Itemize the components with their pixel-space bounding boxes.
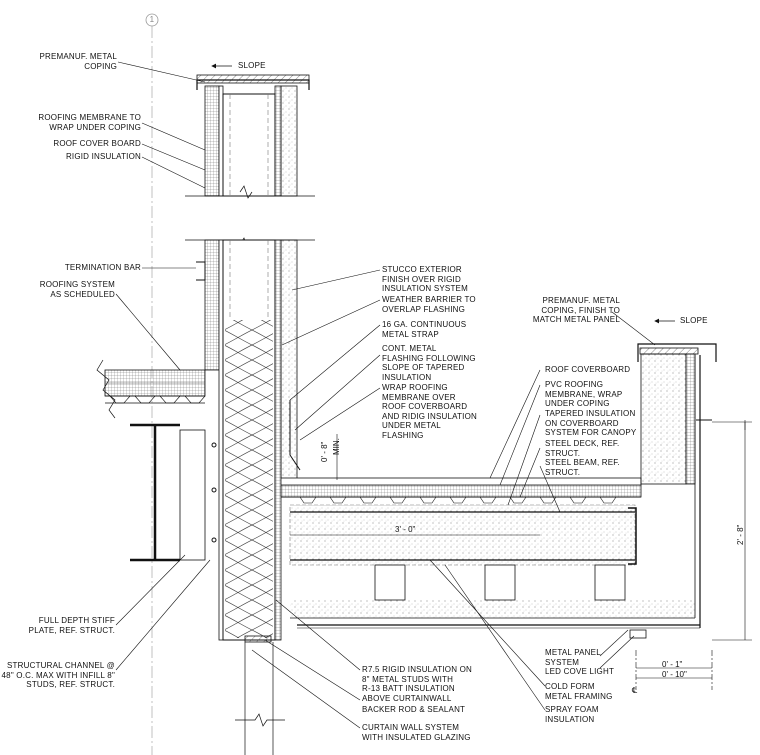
dimension-lines	[290, 420, 752, 690]
label-steel-beam: STEEL BEAM, REF.STRUCT.	[545, 458, 620, 477]
dim-offset-2: 0' - 10"	[662, 670, 687, 679]
label-backer-rod: BACKER ROD & SEALANT	[362, 705, 466, 714]
dim-beam-span: 3' - 0"	[395, 525, 416, 534]
leader-lines	[115, 61, 656, 729]
slope-arrows	[211, 63, 675, 324]
slope-label-left: SLOPE	[238, 61, 266, 70]
grid-bubble-label: 1	[149, 15, 155, 24]
slope-label-right: SLOPE	[680, 316, 708, 325]
label-rigid-insulation: RIGID INSULATION	[65, 152, 141, 161]
dim-offset-1: 0' - 1"	[662, 660, 683, 669]
dim-centerline: ℄	[632, 686, 638, 695]
label-roof-cover-board: ROOF COVER BOARD	[53, 139, 141, 148]
canopy	[280, 343, 717, 639]
main-wall	[185, 237, 315, 643]
left-roof	[96, 359, 217, 562]
dim-canopy-height: 2' - 8"	[736, 524, 745, 545]
label-led-light: LED COVE LIGHT	[545, 667, 615, 676]
label-steel-deck: STEEL DECK, REF.STRUCT.	[545, 439, 620, 458]
upper-parapet	[185, 74, 315, 199]
label-structural-channel: STRUCTURAL CHANNEL @48" O.C. MAX WITH IN…	[1, 661, 115, 689]
dim-flashing-min: 0' - 8"	[320, 441, 329, 462]
dim-flashing-min-note: MIN.	[332, 438, 341, 455]
label-termination-bar: TERMINATION BAR	[64, 263, 141, 272]
break-lines	[235, 642, 285, 755]
label-roof-coverboard: ROOF COVERBOARD	[545, 365, 631, 374]
